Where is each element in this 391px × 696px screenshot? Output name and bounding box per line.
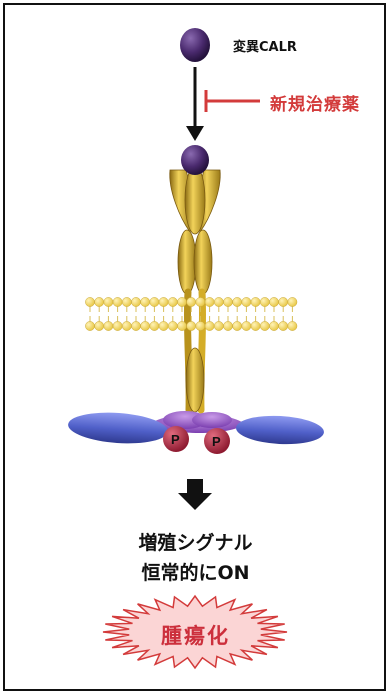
lipid-head (223, 321, 232, 330)
phospho-right: P (204, 428, 230, 454)
thick-down-arrow-icon (178, 479, 212, 510)
lipid-head (141, 297, 150, 306)
lipid-head (269, 321, 278, 330)
lipid-head (150, 297, 159, 306)
lipid-head (85, 297, 94, 306)
lipid-head (187, 321, 196, 330)
lipid-head (141, 321, 150, 330)
lipid-head (251, 297, 260, 306)
receptor-dimer (170, 166, 220, 412)
bound-calr-sphere (181, 145, 209, 175)
lipid-head (260, 297, 269, 306)
lipid-head (288, 321, 297, 330)
signal-label-line1: 増殖シグナル (0, 528, 391, 555)
jak-right (235, 414, 324, 447)
lipid-head (187, 297, 196, 306)
lipid-head (150, 321, 159, 330)
lipid-head (233, 297, 242, 306)
lipid-head (113, 321, 122, 330)
t-bar-inhibit-icon (206, 90, 260, 112)
lipid-head (279, 321, 288, 330)
lipid-head (260, 321, 269, 330)
lipid-head (177, 297, 186, 306)
binding-arrow-icon (186, 67, 204, 141)
lipid-head (159, 297, 168, 306)
svg-text:P: P (171, 432, 180, 447)
lipid-head (251, 321, 260, 330)
lipid-head (233, 321, 242, 330)
signal-label-line2: 恒常的にON (0, 558, 391, 585)
new-drug-label: 新規治療薬 (270, 90, 360, 115)
lipid-head (113, 297, 122, 306)
lipid-head (223, 297, 232, 306)
lipid-head (177, 321, 186, 330)
cell-membrane (85, 297, 297, 330)
jak-kinase-complex (67, 410, 325, 447)
lipid-head (196, 321, 205, 330)
lipid-head (104, 321, 113, 330)
lipid-head (279, 297, 288, 306)
svg-text:P: P (212, 434, 221, 449)
lipid-head (168, 321, 177, 330)
mutant-calr-label: 変異CALR (233, 36, 297, 55)
lipid-head (131, 297, 140, 306)
lipid-head (242, 321, 251, 330)
lipid-head (205, 321, 214, 330)
lipid-head (168, 297, 177, 306)
lipid-head (159, 321, 168, 330)
lipid-head (214, 321, 223, 330)
outcome-label: 腫瘍化 (0, 620, 391, 650)
lipid-head (104, 297, 113, 306)
lipid-head (122, 297, 131, 306)
mutant-calr-sphere (180, 28, 210, 62)
lipid-head (85, 321, 94, 330)
phospho-left: P (163, 426, 189, 452)
lipid-head (131, 321, 140, 330)
lipid-head (269, 297, 278, 306)
lipid-head (122, 321, 131, 330)
lipid-head (214, 297, 223, 306)
lipid-head (196, 297, 205, 306)
lipid-head (95, 321, 104, 330)
lipid-head (288, 297, 297, 306)
lipid-head (242, 297, 251, 306)
lipid-head (95, 297, 104, 306)
lipid-head (205, 297, 214, 306)
jak-left (67, 410, 169, 447)
